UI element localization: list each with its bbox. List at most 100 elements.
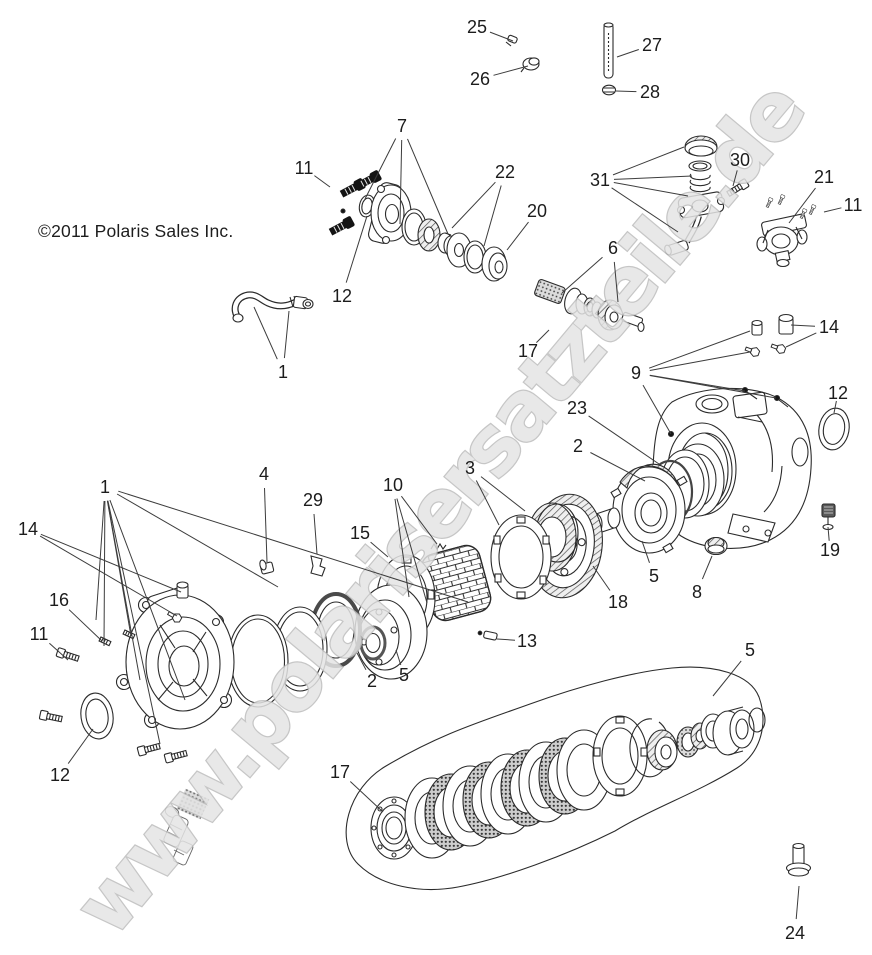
leader-line-14 — [39, 535, 178, 617]
gear — [646, 729, 678, 771]
oil-pump-assembly — [328, 169, 508, 282]
clip-25 — [505, 34, 518, 47]
sprag-ring-3 — [490, 514, 552, 600]
leader-line-9 — [648, 330, 751, 369]
callout-7-pump-assembly: 7 — [397, 116, 407, 136]
leader-line-7 — [407, 138, 449, 235]
leader-line-24 — [795, 885, 800, 920]
leader-line-2 — [590, 452, 646, 482]
leader-line-10 — [396, 498, 428, 604]
leader-line-27 — [616, 49, 639, 58]
callout-2-seal-ring: 2 — [367, 671, 377, 691]
leader-line-7 — [364, 138, 397, 200]
leader-line-5 — [641, 540, 650, 563]
leader-line-9 — [642, 384, 672, 435]
callout-5-clutch-pack-carrier: 5 — [745, 640, 755, 660]
pump-housing — [368, 182, 412, 245]
clip-29 — [310, 555, 326, 577]
vent-hose — [231, 291, 314, 323]
callout-11-screw: 11 — [844, 195, 863, 215]
callout-14-fitting: 14 — [18, 519, 38, 539]
callout-5-clutch-hub: 5 — [399, 665, 409, 685]
washer-22b — [463, 240, 487, 274]
callout-11-bolt: 11 — [30, 624, 49, 644]
callout-1-fastener-set: 1 — [100, 477, 110, 497]
dowel-pin-13 — [477, 630, 498, 641]
leader-line-22 — [483, 185, 502, 247]
clutch-hub-5 — [354, 584, 428, 680]
fittings-14-left — [165, 581, 189, 625]
leader-line-6 — [613, 261, 619, 303]
seal-12-right — [818, 407, 850, 451]
leader-line-6 — [561, 256, 603, 294]
leader-line-31 — [613, 175, 693, 180]
leader-line-26 — [493, 65, 529, 76]
leader-line-7 — [399, 139, 403, 225]
callout-14-fitting: 14 — [819, 317, 839, 337]
leader-line-9 — [649, 375, 777, 399]
callout-2-seal-ring: 2 — [573, 436, 583, 456]
callout-1-vent-hose: 1 — [278, 362, 288, 382]
leader-line-29 — [313, 513, 318, 555]
callout-30-bolt: 30 — [730, 150, 750, 170]
leader-line-28 — [615, 90, 637, 93]
leader-line-2 — [356, 652, 367, 671]
callout-21-bracket: 21 — [814, 167, 834, 187]
pressure-plate — [592, 715, 648, 797]
callout-31-breather-assembly: 31 — [590, 170, 610, 190]
callout-9-fitting-set: 9 — [631, 363, 641, 383]
leader-line-10 — [394, 498, 410, 598]
copyright-notice: ©2011 Polaris Sales Inc. — [38, 221, 234, 241]
leader-line-5 — [712, 660, 742, 697]
leader-line-1 — [283, 310, 290, 359]
leader-line-1 — [107, 500, 161, 745]
o-ring-large — [227, 614, 289, 708]
leader-line-11 — [823, 207, 842, 213]
leader-line-30 — [732, 170, 738, 187]
leader-line-12 — [67, 728, 94, 764]
callout-15-armature-plate: 15 — [350, 523, 370, 543]
callout-24-drain-plug: 24 — [785, 923, 805, 943]
bearing-carrier-5 — [610, 463, 688, 554]
callout-26-clamp: 26 — [470, 69, 490, 89]
leader-line-15 — [370, 541, 389, 558]
leader-line-14 — [785, 332, 817, 348]
leader-line-3 — [480, 476, 526, 512]
sensor-bracket-21 — [756, 194, 817, 268]
callout-8-fill-plug: 8 — [692, 582, 702, 602]
lightening-hole — [748, 707, 766, 733]
drain-plug-24 — [785, 842, 812, 877]
callout-10-roller-cage: 10 — [383, 475, 403, 495]
callout-11-bolt: 11 — [295, 158, 314, 178]
breather-assembly — [664, 135, 726, 256]
leader-line-3 — [475, 480, 500, 526]
leader-line-13 — [496, 638, 516, 641]
leader-line-21 — [788, 187, 816, 224]
leader-line-14 — [40, 533, 182, 593]
leader-line-18 — [592, 565, 611, 591]
leader-line-25 — [489, 31, 514, 42]
leader-line-16 — [68, 609, 103, 642]
seal-12-left — [80, 692, 114, 740]
callout-12-seal: 12 — [828, 383, 848, 403]
fill-plug-8 — [704, 536, 728, 556]
rotor-disc — [417, 218, 441, 252]
leader-line-14 — [790, 324, 816, 327]
leader-line-31 — [613, 182, 689, 197]
leader-line-19 — [827, 526, 830, 541]
clutch-pack-5 — [345, 666, 766, 890]
fittings-9-14 — [743, 313, 794, 359]
leader-line-11 — [49, 642, 69, 661]
leader-line-17 — [536, 329, 550, 343]
leader-line-1 — [107, 500, 141, 681]
detent-spring-10 — [430, 542, 447, 551]
callout-4-fitting: 4 — [259, 464, 269, 484]
leader-line-22 — [451, 181, 496, 229]
pinion-shaft — [534, 278, 645, 333]
leader-line-1 — [109, 499, 186, 701]
cover-disc-20 — [481, 246, 508, 282]
fitting-4 — [259, 559, 275, 575]
callout-17-bearing: 17 — [330, 762, 350, 782]
leader-line-11 — [314, 175, 331, 188]
